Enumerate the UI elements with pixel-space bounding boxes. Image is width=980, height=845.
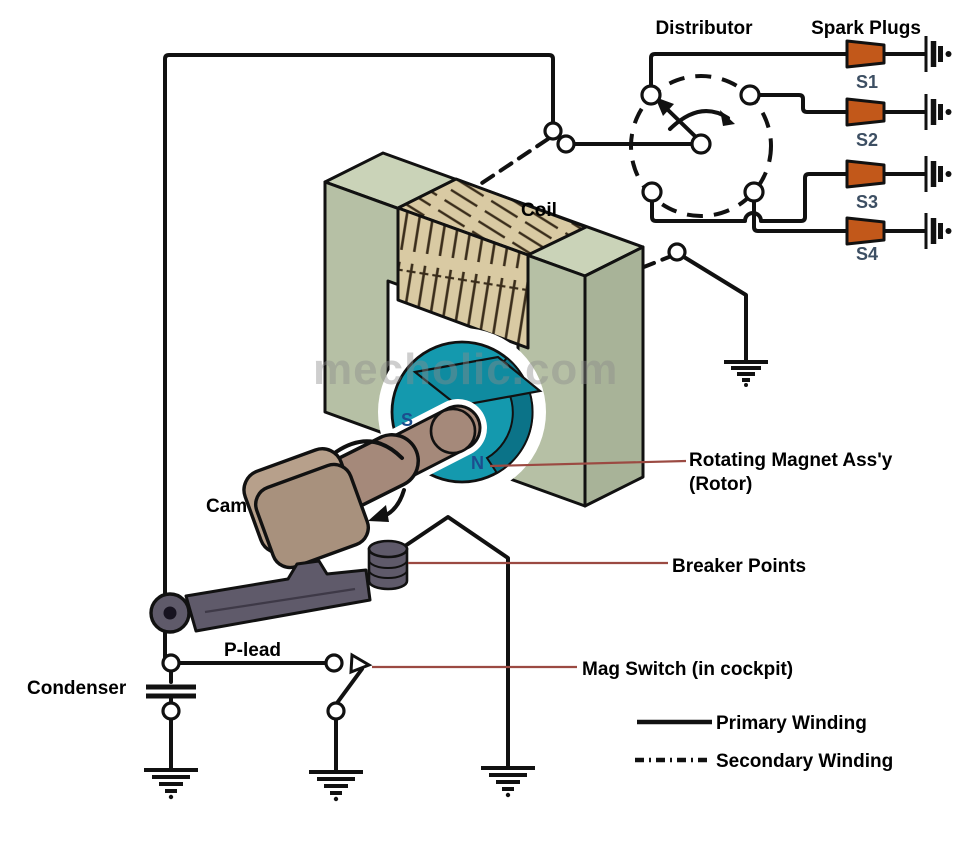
primary-loop-wire [163,53,555,665]
junction-nodes [161,121,687,721]
gap-dot [945,228,952,234]
distributor-terminal-4 [743,181,765,203]
spark-plug-s3 [845,156,952,192]
spark-plugs [845,36,952,249]
cam-assembly [242,447,370,570]
label-spark-plugs: Spark Plugs [811,18,921,39]
condenser-symbol [146,684,196,699]
rotation-arrowhead-icon [720,110,735,126]
breaker-ground-wire [400,515,510,770]
distributor-housing-circle [629,74,773,218]
spark-plug-s4 [845,213,952,249]
label-mag-switch: Mag Switch (in cockpit) [582,659,793,680]
ground-condenser [144,768,198,800]
s4-lead-wire [752,199,927,233]
labels: Distributor Spark Plugs Coil Cam Rotatin… [27,18,921,699]
switch-contact-icon [349,652,373,675]
gap-dot [945,171,952,177]
label-distributor: Distributor [655,18,753,39]
distributor-terminal-1 [640,84,662,106]
p-lead-right-node [324,653,344,673]
gap-dot [945,51,952,57]
label-p-lead: P-lead [224,640,281,661]
label-rotor-line1: Rotating Magnet Ass'y [689,450,893,471]
distributor-input-node [556,134,576,154]
s1-lead-wire [649,52,927,89]
label-breaker-points: Breaker Points [672,556,806,577]
spark-plug-s1 [845,36,952,72]
rotor-arm-arrowhead-icon [655,97,674,116]
rotor-top-face [412,355,543,408]
label-s4: S4 [856,244,878,264]
distributor-terminal-3 [641,181,663,203]
spark-plug-icon [845,39,886,69]
legend-secondary-label: Secondary Winding [716,751,893,772]
legend: Primary Winding Secondary Winding [635,713,893,772]
rotation-arc-top [334,439,404,460]
label-condenser: Condenser [27,678,127,699]
distributor-terminal-2 [739,84,761,106]
secondary-ground-node [667,242,687,262]
spark-plug-icon [845,159,886,189]
leader-lines [372,459,687,669]
cam-front-face [254,462,370,570]
contact-stack-ribs [368,559,408,579]
rotor-leader-line [489,459,687,468]
coil-secondary-node [543,121,563,141]
s3-lead-wire [650,172,927,223]
mag-switch-branch-wire [334,667,364,774]
label-coil: Coil [521,200,557,221]
secondary-ground-wire [682,255,748,362]
label-s1: S1 [856,72,878,92]
shaft-collar [327,436,417,506]
shaft-end-cap [429,407,477,455]
breaker-arm-ridge [204,587,356,614]
s2-lead-wire [757,93,927,114]
breaker-pivot-pin [163,606,177,620]
spark-plug-s2 [845,94,952,130]
watermark-text: mecholic.com [313,345,618,394]
breaker-points-assembly [149,539,409,634]
winding-front-band [396,206,530,350]
ground-breaker [481,766,535,798]
ground-symbols [144,360,768,802]
condenser-lower-node [161,701,181,721]
shaft-rotation-arrowhead-icon [368,505,389,522]
rotation-direction-arc [668,109,730,131]
label-pole-north: N [471,453,484,473]
ground-mag-switch [309,770,363,802]
contact-stack-top [367,539,409,559]
distributor-center-terminal [690,133,712,155]
primary-circuit-wires [163,53,555,774]
gap-dot [945,109,952,115]
label-s3: S3 [856,192,878,212]
breaker-arm [184,559,372,633]
label-s2: S2 [856,130,878,150]
label-pole-south: S [401,410,413,430]
ground-secondary [724,360,768,387]
spark-plug-icon [845,97,886,127]
p-lead-left-node [161,653,181,673]
switch-lower-node [326,701,346,721]
label-rotor-line2: (Rotor) [689,474,752,495]
distributor [629,52,927,233]
spark-plug-icon [845,216,886,246]
legend-primary-label: Primary Winding [716,713,867,734]
coil-winding [396,177,588,350]
mag-switch-symbol [349,652,373,675]
label-cam: Cam [206,496,247,517]
secondary-dashed-left [468,137,550,193]
shaft-rotation-arrows [334,439,406,522]
